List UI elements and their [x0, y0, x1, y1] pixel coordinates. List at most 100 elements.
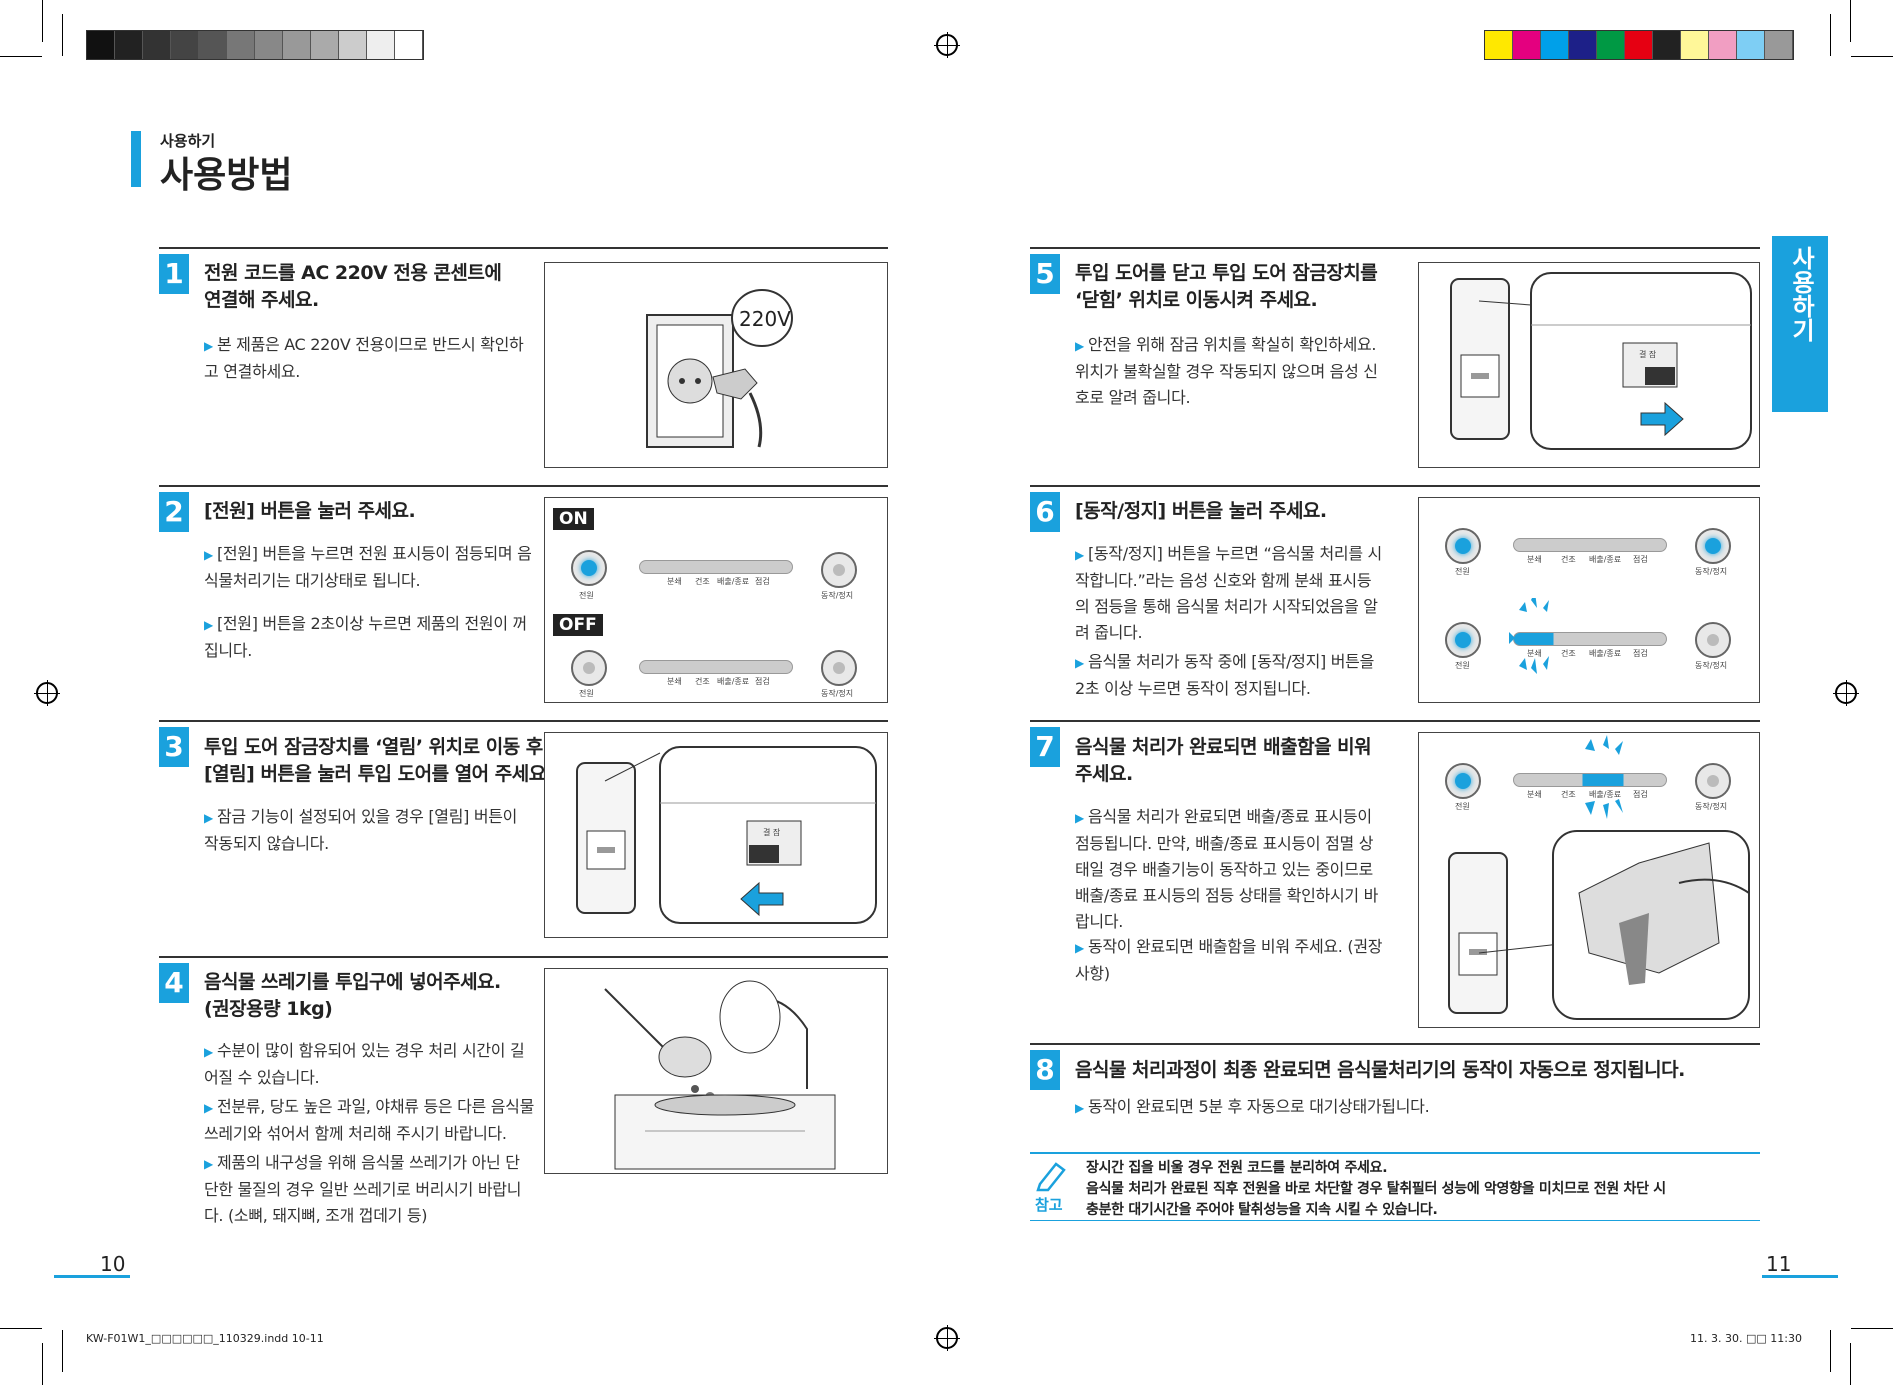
indicator-label: 점검 — [1633, 790, 1648, 799]
indicator-bar-active — [1513, 773, 1667, 787]
illustration-empty-bin: 전원 분쇄 건조 배출/종료 점검 동작/정지 — [1418, 732, 1760, 1028]
page-number-right: 11 — [1766, 1252, 1792, 1276]
step-title: [전원] 버튼을 눌러 주세요. — [204, 500, 416, 522]
step-bullet: ▶안전을 위해 잠금 위치를 확실히 확인하세요. 위치가 불확실할 경우 작동… — [1075, 335, 1378, 407]
indicator-label: 배출/종료 — [1589, 555, 1622, 564]
power-label: 전원 — [1455, 567, 1470, 576]
indicator-bar — [639, 560, 793, 574]
run-stop-button-icon — [1695, 622, 1731, 658]
divider — [1030, 720, 1760, 722]
header-accent-bar — [131, 131, 141, 187]
step-title: 전원 코드를 AC 220V 전용 콘센트에 연결해 주세요. — [204, 262, 502, 311]
step-title: 음식물 처리과정이 최종 완료되면 음식물처리기의 동작이 자동으로 정지됩니다… — [1075, 1059, 1685, 1081]
step-number: 5 — [1030, 254, 1060, 294]
crop-mark — [1850, 1343, 1851, 1385]
power-label: 전원 — [579, 689, 594, 698]
divider — [1030, 1043, 1760, 1045]
page-number-left: 10 — [100, 1252, 126, 1276]
note-line: 음식물 처리가 완료된 직후 전원을 바로 차단할 경우 탈취필터 성능에 악영… — [1086, 1181, 1666, 1197]
color-bar — [1484, 30, 1794, 60]
registration-mark — [934, 1325, 960, 1351]
step-bullet: ▶잠금 기능이 설정되어 있을 경우 [열림] 버튼이 작동되지 않습니다. — [204, 807, 518, 853]
step-bullet: ▶[동작/정지] 버튼을 누르면 “음식물 처리를 시작합니다.”라는 음성 신… — [1075, 544, 1382, 642]
step-number: 6 — [1030, 492, 1060, 532]
footer-file: KW-F01W1_□□□□□□_110329.indd 10-11 — [86, 1332, 324, 1345]
indicator-label: 점검 — [1633, 555, 1648, 564]
run-stop-button-icon — [1695, 763, 1731, 799]
crop-mark — [0, 1328, 42, 1329]
indicator-label: 배출/종료 — [717, 577, 750, 586]
step-bullet: ▶수분이 많이 함유되어 있는 경우 처리 시간이 길어질 수 있습니다. — [204, 1041, 525, 1087]
crop-mark — [62, 1330, 63, 1372]
power-button-icon — [1445, 528, 1481, 564]
indicator-label: 분쇄 — [667, 677, 682, 686]
crop-mark — [1830, 14, 1831, 56]
crop-mark — [1851, 1328, 1893, 1329]
illustration-panel-on-off: ON 전원 분쇄 건조 배출/종료 점검 동작/정지 OFF 전원 분쇄 건조 … — [544, 497, 888, 703]
note-line: 장시간 집을 비울 경우 전원 코드를 분리하여 주세요. — [1086, 1160, 1388, 1176]
power-button-icon — [571, 650, 607, 686]
grayscale-bar — [86, 30, 424, 60]
crop-mark — [1851, 56, 1893, 57]
step-title: 음식물 처리가 완료되면 배출함을 비워 주세요. — [1075, 736, 1372, 785]
divider — [159, 956, 888, 958]
lock-label: 결 잠 — [763, 828, 781, 837]
step-title: 음식물 쓰레기를 투입구에 넣어주세요. (권장용량 1kg) — [204, 971, 501, 1020]
power-label: 전원 — [1455, 661, 1470, 670]
step-title: [동작/정지] 버튼을 눌러 주세요. — [1075, 500, 1327, 522]
divider — [1030, 485, 1760, 487]
power-label: 전원 — [1455, 802, 1470, 811]
page-number-rule — [54, 1275, 130, 1278]
indicator-label: 건조 — [1561, 555, 1576, 564]
run-stop-button-icon — [821, 552, 857, 588]
note-label: 참고 — [1035, 1196, 1063, 1214]
power-button-icon — [1445, 763, 1481, 799]
indicator-label: 건조 — [1561, 790, 1576, 799]
step-title: 투입 도어를 닫고 투입 도어 잠금장치를 ‘닫힘’ 위치로 이동시켜 주세요. — [1075, 262, 1378, 311]
indicator-label: 점검 — [1633, 649, 1648, 658]
side-tab: 사용하기 — [1772, 236, 1828, 412]
indicator-label: 점검 — [755, 677, 770, 686]
divider — [1030, 247, 1760, 249]
indicator-label: 분쇄 — [667, 577, 682, 586]
run-stop-button-icon — [1695, 528, 1731, 564]
page-number-rule — [1762, 1275, 1838, 1278]
power-button-icon — [571, 550, 607, 586]
step-number: 2 — [159, 492, 189, 532]
divider — [159, 247, 888, 249]
step-bullet: ▶전분류, 당도 높은 과일, 야채류 등은 다른 음식물 쓰레기와 섞어서 함… — [204, 1097, 534, 1143]
indicator-label: 배출/종료 — [717, 677, 750, 686]
step-bullet: ▶음식물 처리가 동작 중에 [동작/정지] 버튼을 2초 이상 누르면 동작이… — [1075, 652, 1374, 698]
page-title: 사용방법 — [160, 155, 293, 196]
illustration-food-waste — [544, 968, 888, 1174]
on-tag: ON — [553, 508, 594, 530]
divider — [159, 485, 888, 487]
note-top-rule — [1030, 1152, 1760, 1154]
blink-rays-icon — [1509, 598, 1549, 674]
pencil-icon — [1036, 1162, 1066, 1192]
off-tag: OFF — [553, 614, 603, 636]
divider — [159, 720, 888, 722]
illustration-lock-close: 결 잠 — [1418, 262, 1760, 468]
step-bullet: ▶음식물 처리가 완료되면 배출/종료 표시등이 점등됩니다. 만약, 배출/종… — [1075, 807, 1379, 931]
registration-mark — [1833, 680, 1859, 706]
crop-mark — [0, 56, 42, 57]
step-bullet: ▶[전원] 버튼을 2초이상 누르면 제품의 전원이 꺼집니다. — [204, 614, 527, 660]
footer-date: 11. 3. 30. □□ 11:30 — [1690, 1332, 1802, 1345]
indicator-label: 분쇄 — [1527, 790, 1542, 799]
registration-mark — [934, 32, 960, 58]
power-button-icon — [1445, 622, 1481, 658]
step-number: 3 — [159, 727, 189, 767]
indicator-label: 배출/종료 — [1589, 649, 1622, 658]
illustration-outlet: 220V — [544, 262, 888, 468]
step-bullet: ▶동작이 완료되면 5분 후 자동으로 대기상태가됩니다. — [1075, 1097, 1430, 1116]
step-number: 8 — [1030, 1050, 1060, 1090]
step-number: 4 — [159, 963, 189, 1003]
run-label: 동작/정지 — [821, 689, 854, 698]
indicator-label: 건조 — [695, 677, 710, 686]
run-label: 동작/정지 — [1695, 567, 1728, 576]
note-line: 충분한 대기시간을 주어야 탈취성능을 지속 시킬 수 있습니다. — [1086, 1202, 1438, 1218]
step-number: 1 — [159, 254, 189, 294]
note-bottom-rule — [1030, 1220, 1760, 1221]
run-label: 동작/정지 — [1695, 661, 1728, 670]
